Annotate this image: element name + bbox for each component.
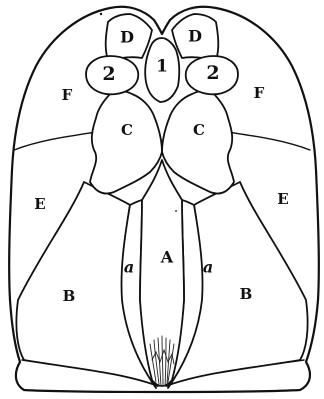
- label-C-right: C: [193, 121, 205, 139]
- label-2-right: 2: [206, 62, 219, 84]
- label-A: A: [160, 248, 174, 267]
- label-a-right: a: [203, 258, 213, 277]
- label-2-left: 2: [102, 63, 115, 85]
- label-E-left: E: [34, 195, 45, 213]
- label-D-left: D: [120, 28, 134, 47]
- ink-speck: [100, 13, 102, 15]
- label-B-right: B: [240, 285, 253, 303]
- label-E-right: E: [277, 190, 288, 208]
- label-B-left: B: [63, 287, 76, 305]
- label-F-left: F: [62, 86, 73, 104]
- label-1: 1: [156, 57, 168, 77]
- ink-dot: [175, 210, 177, 212]
- label-F-right: F: [254, 84, 265, 102]
- label-C-left: C: [121, 121, 133, 139]
- label-a-left: a: [124, 258, 134, 277]
- label-D-right: D: [188, 27, 202, 46]
